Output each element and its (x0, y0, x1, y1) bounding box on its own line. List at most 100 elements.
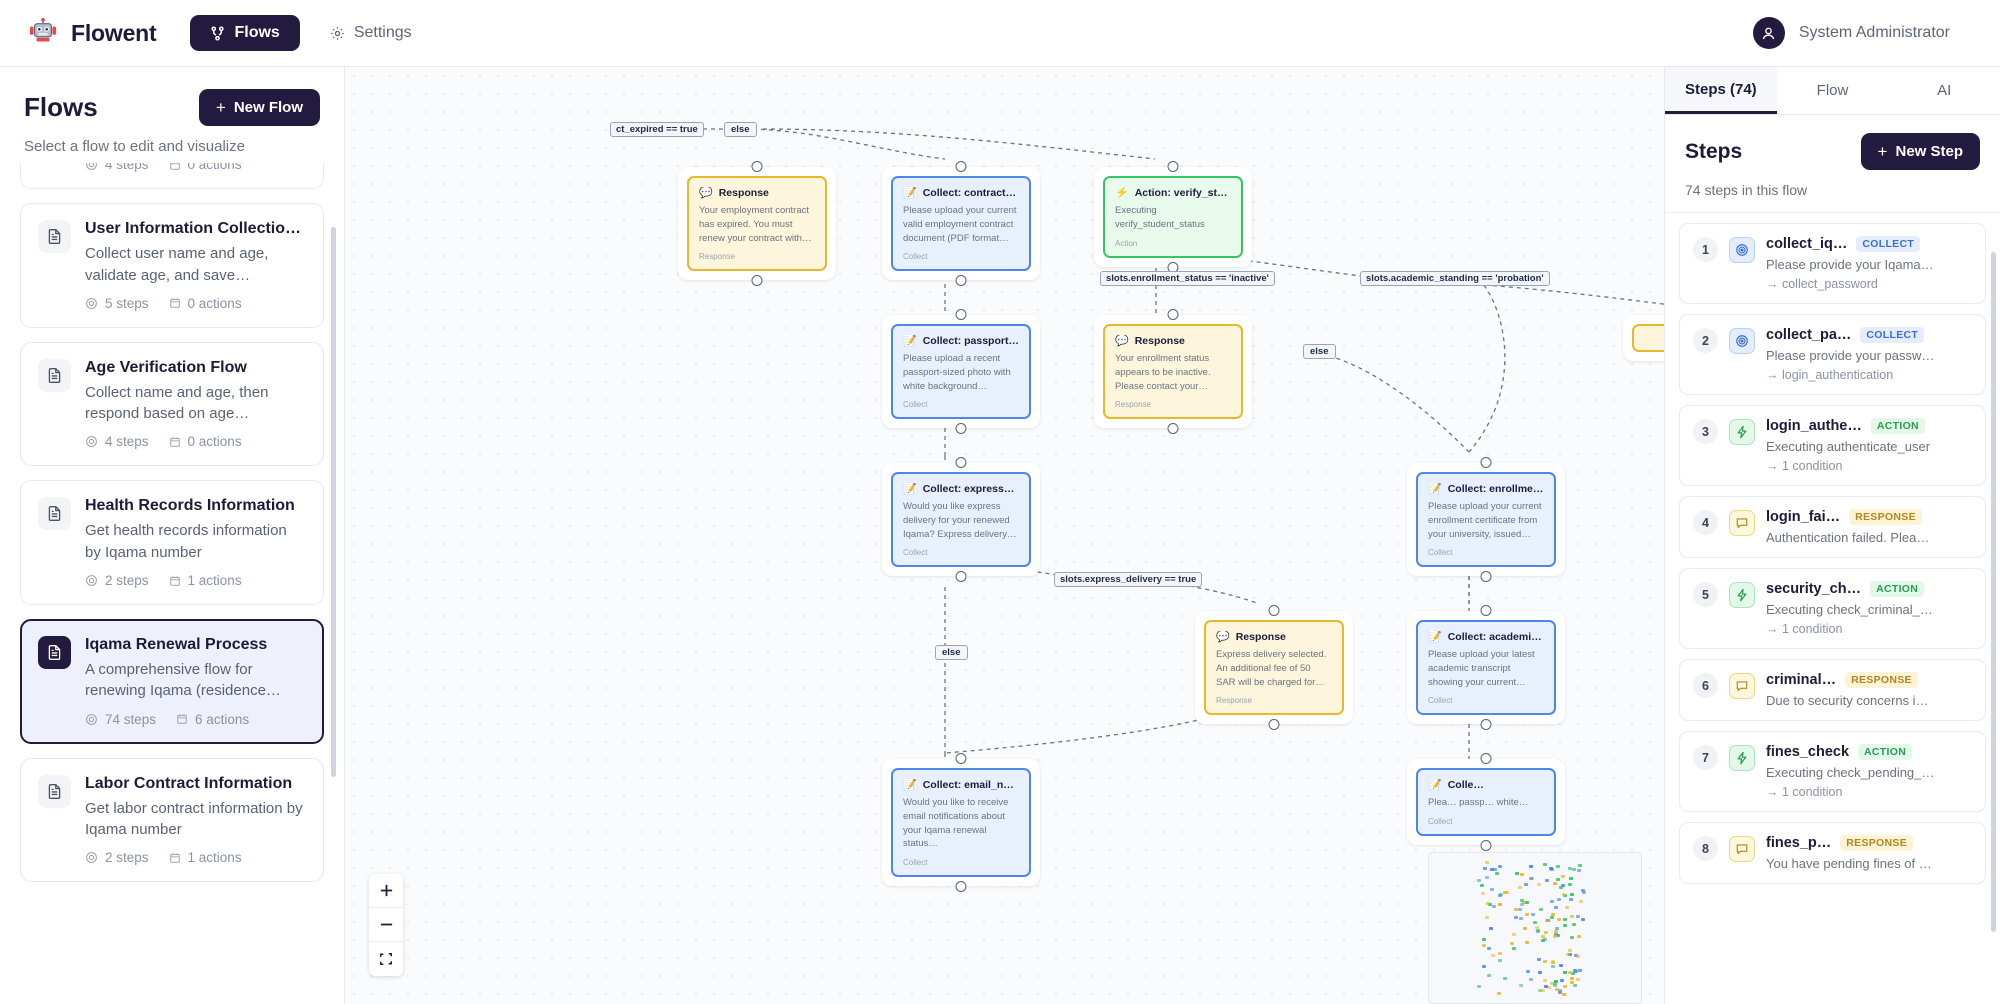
step-card[interactable]: 7 fines_check ACTION Executing check_pen… (1679, 731, 1986, 812)
node-port-bottom[interactable] (1268, 719, 1280, 731)
node-port-top[interactable] (1167, 161, 1179, 172)
new-flow-button[interactable]: + New Flow (198, 89, 320, 126)
node-title: 💬 Response (1216, 631, 1332, 643)
tab-ai[interactable]: AI (1937, 82, 1952, 99)
node-body-response[interactable] (1632, 324, 1664, 352)
node-description: Express delivery selected. An additional… (1216, 649, 1327, 688)
node-body-collect[interactable]: 📝 Colle… Plea… passp… white… Collect (1416, 768, 1556, 836)
node-port-top[interactable] (1480, 457, 1492, 468)
minimap[interactable] (1428, 852, 1642, 1004)
node-body-collect[interactable]: 📝 Collect: express_deliv… Would you like… (891, 472, 1031, 568)
node-port-bottom[interactable] (1480, 839, 1492, 851)
minimap-node-dot (1572, 983, 1577, 987)
minimap-node-dot (1485, 875, 1490, 879)
flow-node[interactable]: 📝 Collect: passport_photo Please upload … (882, 309, 1040, 435)
step-content: fines_check ACTION Executing check_pendi… (1766, 744, 1972, 799)
node-port-top[interactable] (955, 309, 967, 320)
node-port-bottom[interactable] (955, 275, 967, 287)
flow-card[interactable]: User Information Collection… Collect use… (20, 203, 324, 328)
node-port-bottom[interactable] (751, 275, 763, 287)
flow-canvas[interactable]: 💬 Response Your employment contract has … (345, 67, 1664, 1004)
step-card[interactable]: 2 collect_pa… COLLECT Please provide you… (1679, 314, 1986, 395)
flow-card[interactable]: Labor Contract Information Get labor con… (20, 757, 324, 883)
node-port-top[interactable] (1480, 605, 1492, 616)
step-card[interactable]: 5 security_ch… ACTION Executing check_cr… (1679, 568, 1986, 649)
steps-list[interactable]: 1 collect_iq… COLLECT Please provide you… (1665, 213, 2000, 1004)
node-body-action[interactable]: ⚡ Action: verify_student… Executing veri… (1103, 176, 1243, 258)
node-port-top[interactable] (1268, 605, 1280, 616)
flow-node[interactable] (1623, 315, 1664, 361)
node-body-collect[interactable]: 📝 Collect: passport_photo Please upload … (891, 324, 1031, 420)
step-card[interactable]: 8 fines_p… RESPONSE You have pending fin… (1679, 822, 1986, 884)
flow-node[interactable]: 📝 Collect: contract_doc… Please upload y… (882, 161, 1040, 287)
step-type-badge: RESPONSE (1849, 509, 1922, 525)
flow-node[interactable]: 💬 Response Your employment contract has … (678, 161, 836, 287)
node-title-text: Action: verify_student… (1134, 187, 1231, 199)
node-port-bottom[interactable] (1167, 423, 1179, 435)
flow-node[interactable]: 📝 Collect: enrollment_d… Please upload y… (1407, 457, 1565, 583)
node-port-bottom[interactable] (1480, 571, 1492, 583)
node-port-bottom[interactable] (955, 881, 967, 893)
tab-steps-74[interactable]: Steps (74) (1665, 67, 1777, 114)
node-port-bottom[interactable] (1480, 719, 1492, 731)
step-card[interactable]: 1 collect_iq… COLLECT Please provide you… (1679, 223, 1986, 304)
node-body-response[interactable]: 💬 Response Your employment contract has … (687, 176, 827, 272)
minimap-node-dot (1497, 903, 1502, 907)
edge-condition-label: slots.academic_standing == 'probation' (1360, 271, 1550, 286)
flow-node[interactable]: 📝 Collect: email_notifica… Would you lik… (882, 753, 1040, 893)
node-body-collect[interactable]: 📝 Collect: email_notifica… Would you lik… (891, 768, 1031, 878)
step-number: 4 (1693, 510, 1718, 535)
zoom-in-button[interactable] (369, 874, 403, 908)
top-bar: Flowent Flows Settings (0, 0, 2000, 67)
zoom-out-button[interactable] (369, 908, 403, 942)
flow-node[interactable]: 💬 Response Express delivery selected. An… (1195, 605, 1353, 731)
node-body-collect[interactable]: 📝 Collect: enrollment_d… Please upload y… (1416, 472, 1556, 568)
flow-node[interactable]: 💬 Response Your enrollment status appear… (1094, 309, 1252, 435)
node-port-bottom[interactable] (955, 571, 967, 583)
flow-card[interactable]: Health Records Information Get health re… (20, 480, 324, 606)
calendar-icon (169, 575, 180, 586)
flow-card[interactable]: Age Verification Flow Collect name and a… (20, 341, 324, 467)
lightning-icon (1737, 588, 1747, 602)
document-icon-wrap (38, 774, 71, 808)
flow-node[interactable]: 📝 Collect: academic_tra… Please upload y… (1407, 605, 1565, 731)
step-card[interactable]: 3 login_authe… ACTION Executing authenti… (1679, 405, 1986, 486)
flow-list[interactable]: checks age for eligibility and… 4 steps … (0, 163, 344, 1004)
node-port-top[interactable] (751, 161, 763, 172)
step-header-row: collect_pa… COLLECT (1766, 327, 1972, 343)
step-header-row: collect_iq… COLLECT (1766, 236, 1972, 252)
user-menu[interactable]: System Administrator (1752, 17, 1972, 49)
flow-node[interactable]: 📝 Collect: express_deliv… Would you like… (882, 457, 1040, 583)
sidebar-scrollbar[interactable] (331, 227, 336, 777)
flow-card[interactable]: Iqama Renewal Process A comprehensive fl… (20, 619, 324, 744)
flow-node[interactable]: 📝 Colle… Plea… passp… white… Collect (1407, 753, 1565, 851)
node-frame: 📝 Collect: academic_tra… Please upload y… (1407, 611, 1565, 725)
tab-flow[interactable]: Flow (1816, 82, 1849, 99)
node-body-response[interactable]: 💬 Response Your enrollment status appear… (1103, 324, 1243, 420)
nav-item-settings[interactable]: Settings (310, 15, 432, 51)
sidebar-header: Flows + New Flow Select a flow to edit a… (0, 67, 344, 163)
node-port-bottom[interactable] (955, 423, 967, 435)
node-body-collect[interactable]: 📝 Collect: contract_doc… Please upload y… (891, 176, 1031, 272)
minimap-node-dot (1540, 988, 1545, 992)
panel-tabs[interactable]: Steps (74) Flow AI (1665, 67, 2000, 115)
flow-node[interactable]: ⚡ Action: verify_student… Executing veri… (1094, 161, 1252, 273)
nav-item-flows[interactable]: Flows (190, 15, 300, 51)
step-card[interactable]: 4 login_fai… RESPONSE Authentication fai… (1679, 496, 1986, 558)
flow-actions-count: 6 actions (176, 712, 249, 727)
fit-view-button[interactable] (369, 942, 403, 976)
minimap-node-dot (1577, 934, 1582, 938)
node-port-top[interactable] (955, 753, 967, 764)
node-body-response[interactable]: 💬 Response Express delivery selected. An… (1204, 620, 1344, 716)
new-step-button[interactable]: + New Step (1860, 133, 1980, 170)
node-port-top[interactable] (1480, 753, 1492, 764)
node-port-top[interactable] (1167, 309, 1179, 320)
node-port-top[interactable] (955, 457, 967, 468)
flow-card[interactable]: checks age for eligibility and… 4 steps … (20, 163, 324, 190)
node-port-top[interactable] (955, 161, 967, 172)
node-body-collect[interactable]: 📝 Collect: academic_tra… Please upload y… (1416, 620, 1556, 716)
minimap-node-dot (1568, 897, 1573, 901)
zoom-controls[interactable] (369, 874, 403, 976)
step-card[interactable]: 6 criminal… RESPONSE Due to security con… (1679, 659, 1986, 721)
steps-scrollbar[interactable] (1991, 252, 1996, 932)
